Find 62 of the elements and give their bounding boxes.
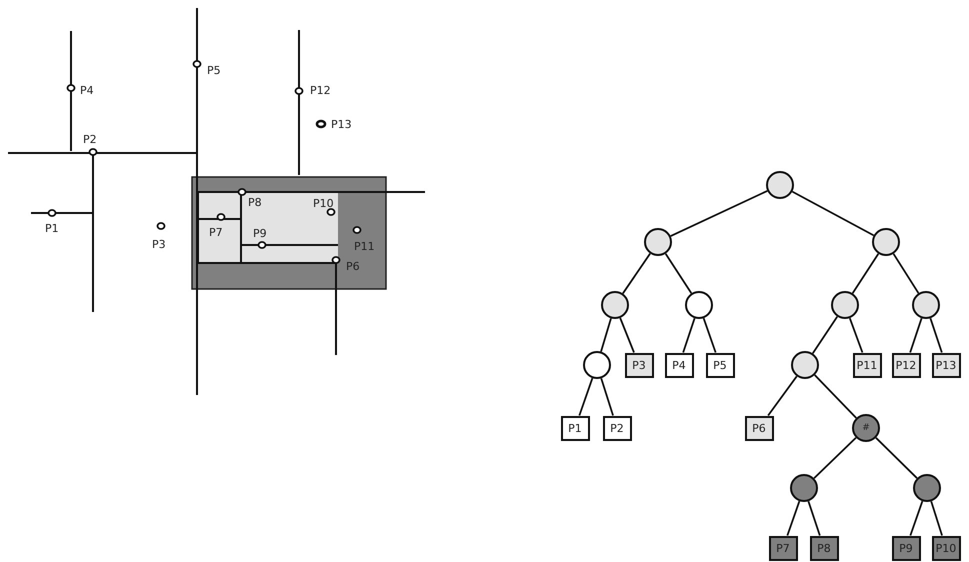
tree-node <box>790 474 818 502</box>
leaf-node: P1 <box>560 416 590 440</box>
tree-edge <box>600 318 612 352</box>
point-label: P12 <box>310 85 331 96</box>
tree-edge <box>812 316 838 354</box>
tree-edge <box>622 253 651 294</box>
tree-edge <box>808 501 821 536</box>
tree-node <box>644 228 672 256</box>
point-label: P4 <box>80 85 94 96</box>
tree-node <box>685 291 713 319</box>
leaf-node: P12 <box>892 352 920 378</box>
tree-edge <box>892 253 920 294</box>
tree-edge <box>600 378 614 416</box>
leaf-node: P11 <box>852 352 882 378</box>
leaf-node: P10 <box>932 536 960 560</box>
leaf-node: P9 <box>892 536 920 560</box>
tree-edge <box>767 376 798 416</box>
tree-edge <box>619 318 635 353</box>
tree-edge <box>702 318 716 353</box>
leaf-node: P3 <box>624 352 654 378</box>
leaf-node: P4 <box>664 352 694 378</box>
tree-edge <box>930 318 943 353</box>
tree-node <box>913 474 941 502</box>
tree-node <box>601 291 629 319</box>
point-label: P11 <box>354 241 375 252</box>
point-label: P7 <box>209 227 223 238</box>
leaf-node: P6 <box>744 416 774 440</box>
tree-edge <box>813 437 857 479</box>
leaf-node: P5 <box>706 352 734 378</box>
tree-node <box>766 171 794 199</box>
tree-edge <box>909 318 922 353</box>
leaf-node: P7 <box>768 536 798 560</box>
tree-edge <box>875 437 918 479</box>
point-label: P6 <box>346 261 360 272</box>
leaf-node: P2 <box>602 416 632 440</box>
point-label: P13 <box>331 119 352 130</box>
point-label: P3 <box>152 239 166 250</box>
tree-edge <box>910 500 924 536</box>
tree-edge <box>578 378 594 416</box>
tree-node <box>912 291 940 319</box>
tree-node <box>831 291 859 319</box>
tree-node: # <box>852 414 880 442</box>
tree-node <box>872 228 900 256</box>
point-label: P5 <box>207 65 221 76</box>
tree-edge <box>792 190 874 236</box>
tree-edge <box>930 501 943 536</box>
point-label: P8 <box>248 197 262 208</box>
tree-edge <box>670 190 768 237</box>
tree-edge <box>664 253 692 294</box>
leaf-node: P8 <box>810 536 838 560</box>
point-label: P1 <box>45 223 59 234</box>
point-label: P10 <box>313 198 334 209</box>
leaf-node: P13 <box>932 352 960 378</box>
tree-edge <box>786 500 800 536</box>
tree-edge <box>682 318 696 353</box>
tree-edge <box>848 318 864 353</box>
point-label: P9 <box>253 228 267 239</box>
point-label: P2 <box>83 134 97 145</box>
tree-edge <box>852 253 880 294</box>
tree-node <box>583 351 611 379</box>
tree-edge <box>814 374 857 419</box>
tree-node <box>791 351 819 379</box>
